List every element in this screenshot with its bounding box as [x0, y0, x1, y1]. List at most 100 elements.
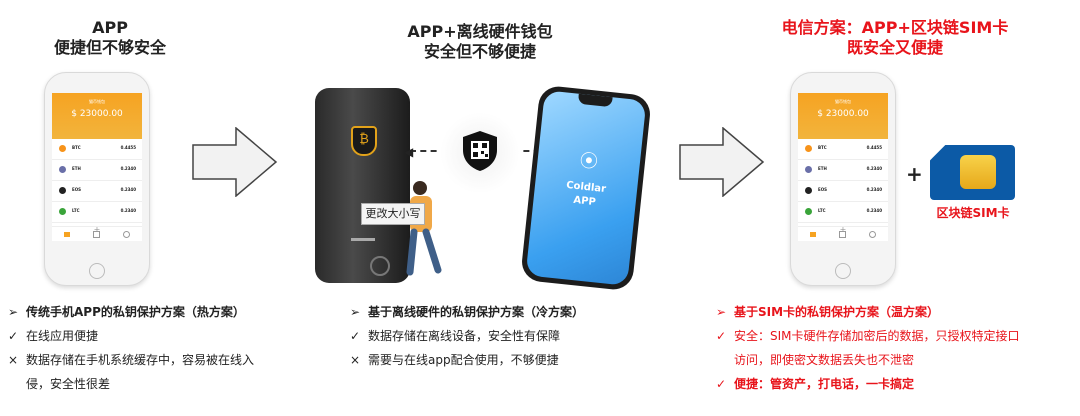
coin-name: BTC	[818, 145, 827, 150]
coin-amount: 0.2340	[866, 208, 882, 213]
col3-title-line2: 既安全又便捷	[846, 38, 943, 57]
wallet-tab-icon[interactable]	[809, 231, 816, 237]
col1-list: ➢传统手机APP的私钥保护方案（热方案） ✓在线应用便捷 × 数据存储在手机系统缓…	[8, 300, 308, 396]
app-balance: $ 23000.00	[71, 109, 123, 119]
coin-row[interactable]: LTC 0.2340	[798, 202, 888, 223]
check-icon: ✓	[350, 329, 361, 343]
coin-amount: 0.2340	[120, 166, 136, 171]
coin-name: ETH	[72, 166, 81, 171]
arrow-right-icon	[192, 127, 278, 197]
coldlar-phone: ⦿ Coldlar APP	[520, 84, 652, 292]
cross-icon: ×	[350, 353, 361, 367]
list-item: ✓ 便捷：管资产，打电话，一卡搞定	[716, 372, 1078, 396]
list-item-text: 需要与在线app配合使用，不够便捷	[368, 353, 559, 367]
add-coin-button[interactable]: +	[839, 225, 847, 234]
app-phone-left: 猫币钱包 $ 23000.00 BTC 0.4455 ETH 0.2340 EOS 0…	[44, 72, 150, 286]
wifi-icon: ⦿	[578, 150, 599, 174]
list-item-text: 基于离线硬件的私钥保护方案（冷方案）	[368, 305, 585, 319]
list-item: ➢基于SIM卡的私钥保护方案（温方案）	[716, 300, 1078, 324]
check-icon: ✓	[716, 377, 727, 391]
home-button	[89, 263, 105, 279]
coin-name: EOS	[72, 187, 82, 192]
plus-sign: +	[906, 162, 923, 186]
list-item: ➢传统手机APP的私钥保护方案（热方案）	[8, 300, 308, 324]
btc-icon	[59, 145, 66, 152]
btc-icon	[805, 145, 812, 152]
app-balance: $ 23000.00	[817, 109, 869, 119]
col2-title-line1: APP+离线硬件钱包	[407, 22, 553, 41]
tab-bar	[52, 226, 142, 241]
list-item-text: 数据存储在手机系统缓存中，容易被在线入	[26, 353, 255, 367]
settings-tab-icon[interactable]	[123, 230, 131, 238]
list-item-text: 在线应用便捷	[26, 329, 99, 343]
sim-card-label: 区块链SIM卡	[936, 206, 1010, 220]
left-arrowhead-icon: ◀	[404, 145, 414, 159]
list-item-text: 侵，安全性很差	[26, 377, 111, 391]
list-item: 访问，即使密文数据丢失也不泄密	[716, 348, 1078, 372]
apps-tab-icon[interactable]	[92, 230, 100, 238]
app-header: 猫币钱包	[89, 99, 105, 104]
coldlar-screen: ⦿ Coldlar APP	[525, 90, 647, 286]
coin-row[interactable]: EOS 0.2340	[52, 181, 142, 202]
add-coin-button[interactable]: +	[93, 225, 101, 234]
col2-list: ➢基于离线硬件的私钥保护方案（冷方案） ✓数据存储在离线设备，安全性有保障 ×需…	[350, 300, 650, 372]
list-item-text: 传统手机APP的私钥保护方案（热方案）	[26, 305, 245, 319]
list-item: × 需要与在线app配合使用，不够便捷	[350, 348, 650, 372]
list-item-text: 安全：SIM卡硬件存储加密后的数据，只授权特定接口	[734, 329, 1020, 343]
col1-title-line2: 便捷但不够安全	[53, 38, 166, 57]
device-button	[370, 256, 390, 276]
home-button	[835, 263, 851, 279]
eos-icon	[805, 187, 812, 194]
coin-amount: 0.2340	[120, 187, 136, 192]
wallet-tab-icon[interactable]	[63, 231, 70, 237]
phone-notch	[577, 93, 613, 108]
tab-bar	[798, 226, 888, 241]
list-item: ✓安全：SIM卡硬件存储加密后的数据，只授权特定接口	[716, 324, 1078, 348]
coin-amount: 0.4455	[866, 145, 882, 150]
eos-icon	[59, 187, 66, 194]
coin-name: LTC	[72, 208, 80, 213]
ltc-icon	[805, 208, 812, 215]
sim-card-icon	[930, 145, 1015, 200]
col3-title-line1: 电信方案：APP+区块链SIM卡	[781, 18, 1009, 37]
col2-title-line2: 安全但不够便捷	[423, 42, 536, 61]
col1-title-line1: APP	[92, 18, 128, 37]
col2-title: APP+离线硬件钱包 安全但不够便捷	[390, 22, 570, 62]
coin-name: EOS	[818, 187, 828, 192]
hardware-wallet-device: ₿	[315, 88, 410, 283]
list-item-mark	[8, 372, 26, 396]
bitcoin-shield-icon: ₿	[351, 126, 377, 156]
list-item-text: 基于SIM卡的私钥保护方案（温方案）	[734, 305, 940, 319]
list-item: ✓在线应用便捷	[8, 324, 308, 348]
device-slot	[351, 238, 375, 241]
coin-name: ETH	[818, 166, 827, 171]
col1-title: APP 便捷但不够安全	[25, 18, 195, 58]
list-item-text: 便捷：管资产，打电话，一卡搞定	[734, 377, 915, 391]
coin-amount: 0.4455	[120, 145, 136, 150]
arrow-bullet-icon: ➢	[350, 305, 361, 319]
apps-tab-icon[interactable]	[838, 230, 846, 238]
app-header: 猫币钱包	[835, 99, 851, 104]
list-item: 侵，安全性很差	[8, 372, 308, 396]
ltc-icon	[59, 208, 66, 215]
person-illustration	[402, 178, 452, 278]
coin-row[interactable]: BTC 0.4455	[798, 139, 888, 160]
col3-title: 电信方案：APP+区块链SIM卡 既安全又便捷	[760, 18, 1030, 58]
list-item: ➢ 基于离线硬件的私钥保护方案（冷方案）	[350, 300, 650, 324]
cross-icon: ×	[8, 353, 19, 367]
col3-list: ➢基于SIM卡的私钥保护方案（温方案） ✓安全：SIM卡硬件存储加密后的数据，只…	[716, 300, 1078, 396]
qr-shield-icon	[462, 130, 498, 176]
coin-name: BTC	[72, 145, 81, 150]
coin-name: LTC	[818, 208, 826, 213]
sim-chip-icon	[960, 155, 996, 189]
change-case-tooltip: 更改大小写	[361, 203, 425, 225]
settings-tab-icon[interactable]	[869, 230, 877, 238]
coin-row[interactable]: BTC 0.4455	[52, 139, 142, 160]
eth-icon	[59, 166, 66, 173]
coin-row[interactable]: ETH 0.2340	[52, 160, 142, 181]
